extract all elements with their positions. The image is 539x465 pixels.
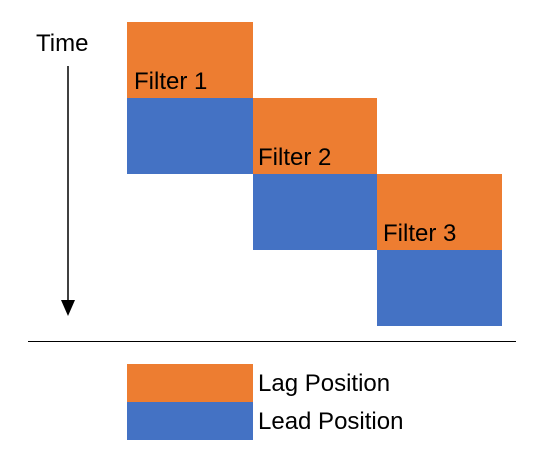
filter-2-lead-block	[253, 174, 377, 250]
legend-lag-swatch	[127, 364, 253, 402]
legend-lag-label: Lag Position	[258, 370, 391, 397]
time-arrow-icon	[61, 66, 75, 316]
filter-1-lead-block	[127, 98, 253, 174]
filter-3-label: Filter 3	[383, 220, 457, 247]
time-label: Time	[36, 30, 89, 57]
filter-3-lag-block	[377, 174, 502, 250]
filter-2-lag-block	[253, 98, 377, 174]
filter-1-label: Filter 1	[134, 68, 208, 95]
legend-lead-swatch	[127, 402, 253, 440]
filter-2-label: Filter 2	[258, 144, 332, 171]
divider	[28, 341, 516, 342]
filter-1-lag-block	[127, 22, 253, 98]
legend-lead-label: Lead Position	[258, 408, 404, 435]
filter-3-lead-block	[377, 250, 502, 326]
